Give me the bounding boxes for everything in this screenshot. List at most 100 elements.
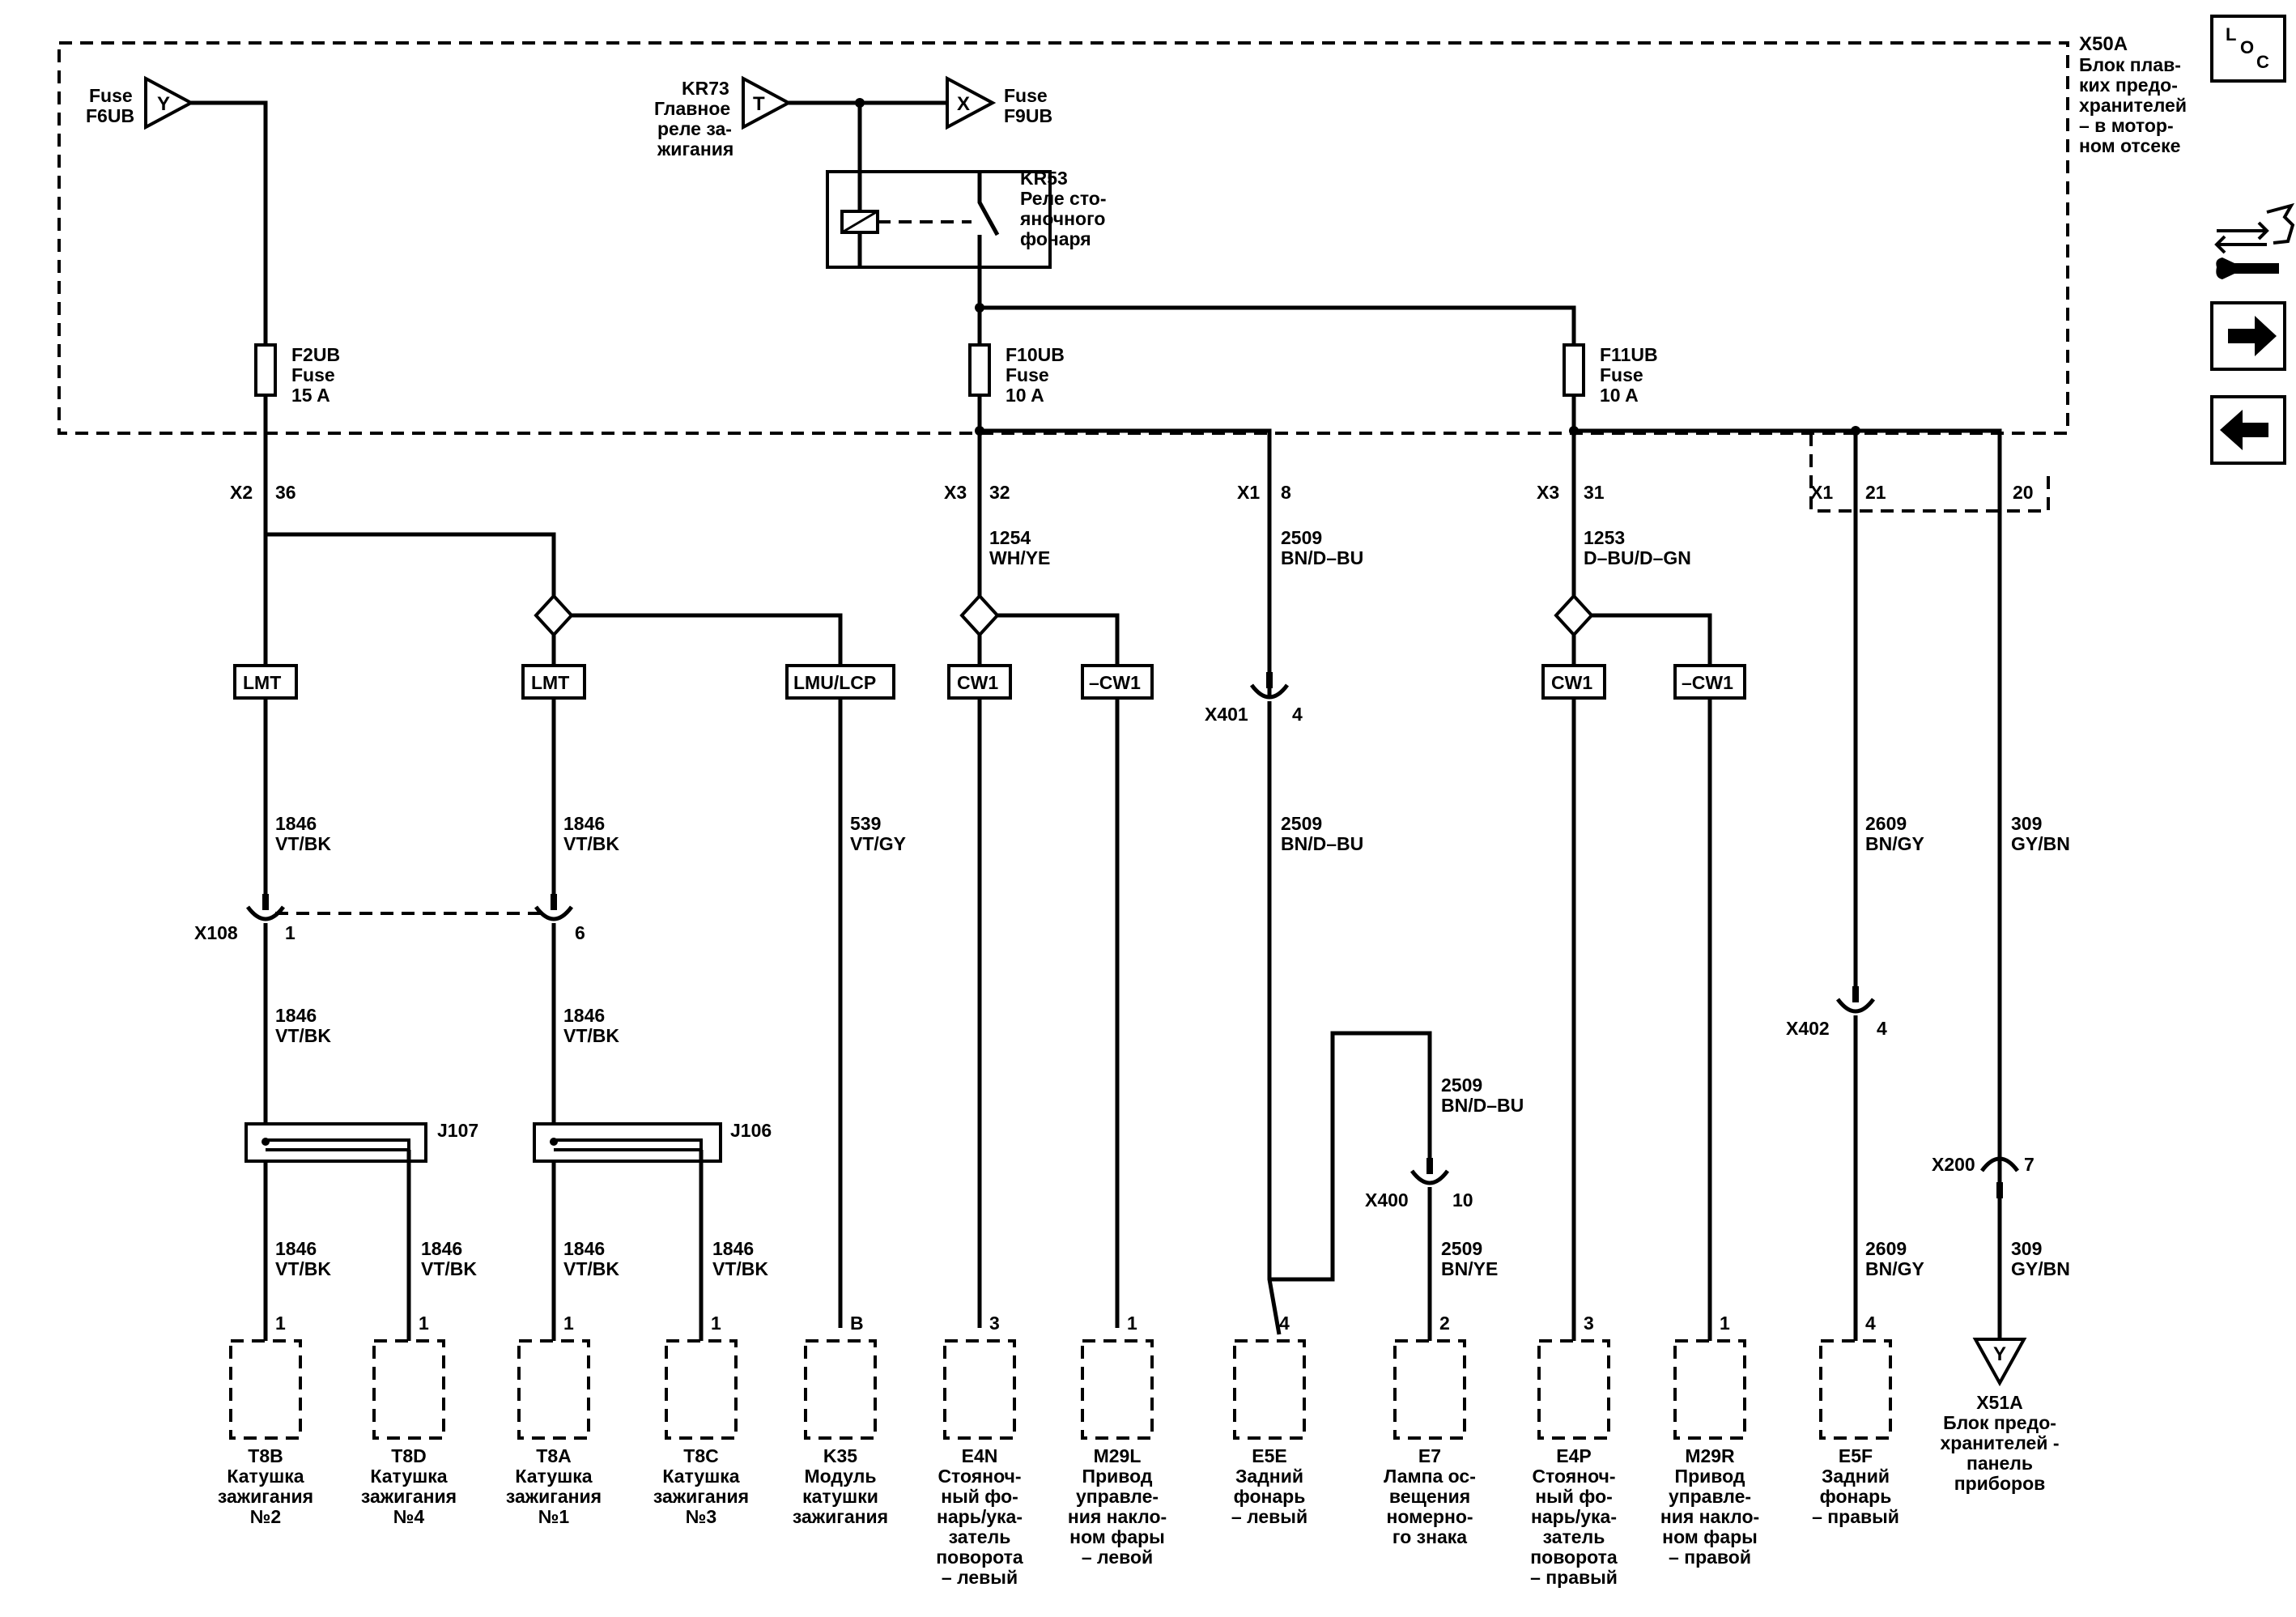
component-id: T8B	[248, 1445, 283, 1466]
wire-label: 1846	[421, 1238, 462, 1259]
inline-connector-x401: X401 4	[1205, 672, 1303, 725]
svg-text:Y: Y	[157, 93, 170, 115]
component-description: го знака	[1392, 1526, 1467, 1547]
svg-text:F2UB: F2UB	[291, 344, 340, 365]
loc-icon[interactable]: L O C	[2210, 15, 2286, 83]
component-box	[1673, 1339, 1746, 1440]
component-description: фонарь	[1234, 1486, 1306, 1507]
wire-label: 1846	[275, 1005, 317, 1026]
svg-text:LMT: LMT	[243, 672, 281, 693]
component-description: ный фо-	[941, 1486, 1018, 1507]
component-description: Стояноч-	[1532, 1466, 1615, 1487]
box-pin-20: 20	[2013, 482, 2034, 503]
component-id: E4P	[1556, 1445, 1591, 1466]
option-code-lmt-1: LMT	[233, 664, 298, 700]
relay-kr53: KR53 Реле сто- яночного фонаря	[826, 103, 1107, 308]
wire-label: 2509	[1281, 527, 1322, 548]
svg-text:X3: X3	[944, 482, 967, 503]
component-description: Катушка	[662, 1466, 739, 1487]
fuse-box-desc-3: хранителей	[2079, 95, 2187, 116]
svg-text:Главное: Главное	[654, 98, 730, 119]
component-description: Стояноч-	[938, 1466, 1021, 1487]
component-description: ном фары	[1662, 1526, 1758, 1547]
component-pin: 1	[275, 1313, 286, 1334]
wire-label: VT/BK	[275, 833, 331, 854]
component-description: ния накло-	[1068, 1506, 1167, 1527]
components-row: 1T8BКатушказажигания№21T8DКатушказажиган…	[218, 1313, 1899, 1588]
component-pin: 1	[711, 1313, 721, 1334]
component-id: E7	[1418, 1445, 1441, 1466]
component-box	[1819, 1339, 1892, 1440]
svg-text:X401: X401	[1205, 704, 1248, 725]
component-id: T8D	[391, 1445, 426, 1466]
component-description: Задний	[1235, 1466, 1303, 1487]
svg-text:6: 6	[575, 922, 585, 943]
component-description: зажигания	[506, 1486, 602, 1507]
wire-label: BN/GY	[1865, 833, 1924, 854]
svg-text:8: 8	[1281, 482, 1291, 503]
service-info-icon[interactable]	[2214, 202, 2295, 279]
next-arrow-icon[interactable]	[2210, 301, 2286, 371]
wire-label: 309	[2011, 813, 2042, 834]
box-pin-x1-21: X1 21	[1810, 482, 1886, 503]
wire-label: WH/YE	[989, 547, 1050, 568]
fuse-block-x51a: Y X51A Блок предо- хранителей - панель п…	[1940, 1338, 2060, 1494]
option-code-lmu-lcp: LMU/LCP	[785, 664, 895, 700]
fuse-f2ub: F2UB Fuse 15 A	[254, 343, 340, 406]
wire-label: 2509	[1281, 813, 1322, 834]
option-code-not-cw1-left: –CW1	[1081, 664, 1154, 700]
component-description: Модуль	[804, 1466, 876, 1487]
svg-text:31: 31	[1584, 482, 1605, 503]
svg-text:LMU/LCP: LMU/LCP	[793, 672, 876, 693]
svg-text:7: 7	[2024, 1154, 2035, 1175]
component-description: – правый	[1812, 1506, 1899, 1527]
svg-text:X3: X3	[1537, 482, 1559, 503]
wire-label: 2609	[1865, 813, 1907, 834]
svg-text:F10UB: F10UB	[1006, 344, 1065, 365]
svg-text:20: 20	[2013, 482, 2034, 503]
component-description: – левой	[1082, 1547, 1153, 1568]
svg-text:X: X	[957, 93, 970, 115]
component-box	[1537, 1339, 1610, 1440]
wire-label: VT/BK	[275, 1258, 331, 1279]
svg-text:X2: X2	[230, 482, 253, 503]
component-description: катушки	[802, 1486, 878, 1507]
svg-text:KR53: KR53	[1020, 168, 1068, 189]
svg-text:10 A: 10 A	[1600, 385, 1639, 406]
svg-text:KR73: KR73	[682, 78, 729, 99]
component-description: вещения	[1389, 1486, 1470, 1507]
component-box	[229, 1339, 302, 1440]
option-code-not-cw1-right: –CW1	[1673, 664, 1746, 700]
component-description: Задний	[1822, 1466, 1890, 1487]
svg-text:CW1: CW1	[957, 672, 998, 693]
wire-label: 1846	[275, 1238, 317, 1259]
component-description: №4	[393, 1506, 425, 1527]
component-description: ный фо-	[1535, 1486, 1613, 1507]
inline-connector-x108: X108 1 6	[194, 894, 585, 943]
component-box	[1081, 1339, 1154, 1440]
component-description: – правый	[1530, 1567, 1618, 1588]
wire-label: 1846	[563, 1005, 605, 1026]
fuse-f11ub: F11UB Fuse 10 A	[1563, 343, 1658, 406]
wire-label: BN/YE	[1441, 1258, 1498, 1279]
component-box	[372, 1339, 445, 1440]
wire-label: 2509	[1441, 1238, 1482, 1259]
svg-text:реле за-: реле за-	[657, 118, 732, 139]
previous-arrow-icon[interactable]	[2210, 395, 2286, 465]
wire-label: BN/D–BU	[1281, 547, 1363, 568]
component-id: T8A	[536, 1445, 571, 1466]
box-pin-x1-8: X1 8	[1237, 482, 1291, 503]
fuse-f10ub: F10UB Fuse 10 A	[968, 343, 1065, 406]
wire-label: 1846	[563, 1238, 605, 1259]
wire-label: 1846	[712, 1238, 754, 1259]
wire-label: 1253	[1584, 527, 1625, 548]
svg-text:панель: панель	[1966, 1453, 2033, 1474]
svg-text:фонаря: фонаря	[1020, 228, 1091, 249]
svg-text:F11UB: F11UB	[1600, 344, 1658, 365]
